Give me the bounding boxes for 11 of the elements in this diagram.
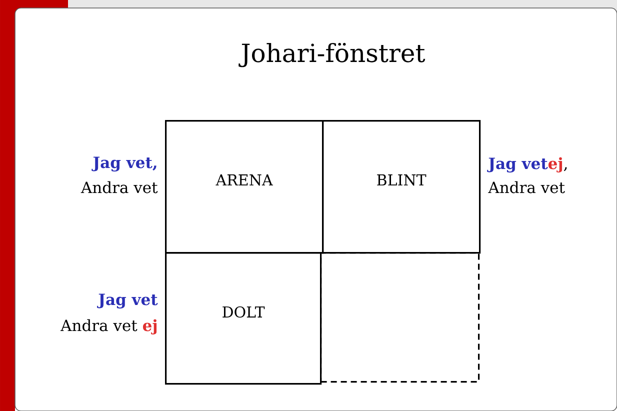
title: Johari-fönstret [238,42,426,68]
side-label: Jag vetej, [487,157,567,172]
side-label: Andra vet ej [60,319,157,334]
quadrant-box [165,120,324,254]
quadrant-box [322,120,481,254]
quadrant-box [165,252,322,385]
quadrant-label: ARENA [216,174,273,186]
side-label: Jag vet [97,294,158,308]
quadrant-label: DOLT [222,306,265,318]
quadrant-label: BLINT [377,174,426,186]
empty-quadrant-box [320,252,480,383]
